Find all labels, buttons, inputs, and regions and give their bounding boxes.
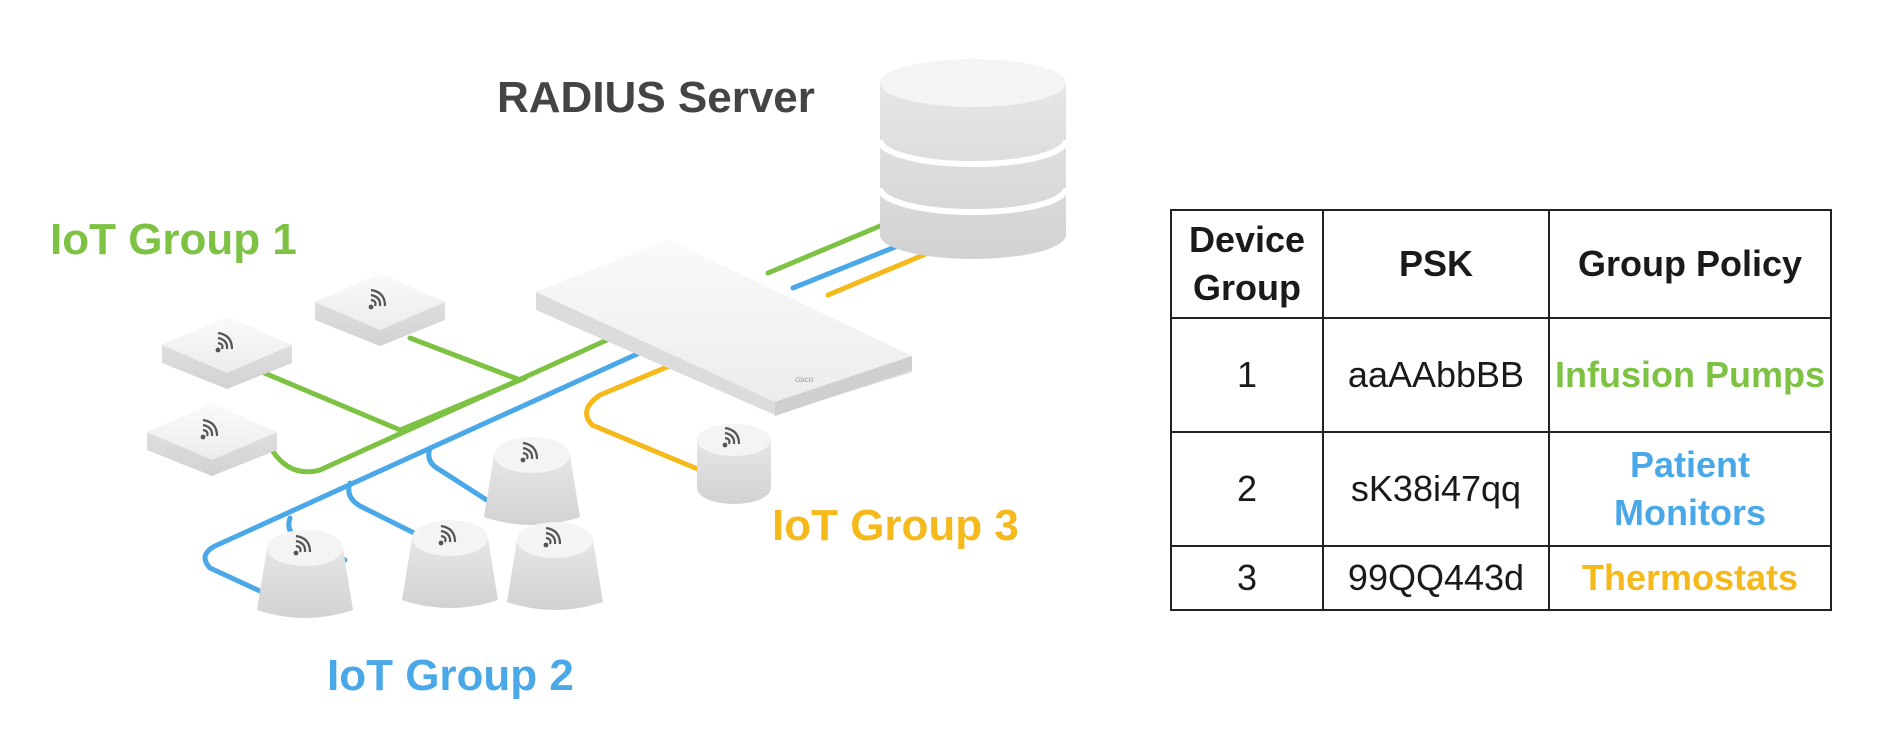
access-point-icon: cisco xyxy=(536,240,912,416)
wifi-sensor-icon xyxy=(484,437,580,525)
iot-group-2-label: IoT Group 2 xyxy=(327,651,574,700)
wifi-hub-icon xyxy=(147,404,277,476)
wifi-thermostat-icon xyxy=(697,424,771,504)
device-group-cell: 3 xyxy=(1170,545,1324,611)
group-policy-cell: Patient Monitors xyxy=(1548,431,1832,547)
table-header-row: Device Group PSK Group Policy xyxy=(1170,209,1832,319)
group-policy-cell: Thermostats xyxy=(1548,545,1832,611)
group-policy-cell: Infusion Pumps xyxy=(1548,317,1832,433)
psk-cell: 99QQ443d xyxy=(1322,545,1550,611)
wifi-sensor-icon xyxy=(402,520,498,608)
psk-cell: sK38i47qq xyxy=(1322,431,1550,547)
iot-group-1-label: IoT Group 1 xyxy=(50,215,297,264)
header-device-group: Device Group xyxy=(1170,209,1324,319)
wifi-sensor-icon xyxy=(507,522,603,610)
header-psk: PSK xyxy=(1322,209,1550,319)
radius-server-label: RADIUS Server xyxy=(497,73,815,122)
header-group-policy: Group Policy xyxy=(1548,209,1832,319)
svg-text:cisco: cisco xyxy=(795,375,814,384)
group1-links xyxy=(259,223,883,475)
wifi-hub-icon xyxy=(315,274,445,346)
database-server-icon xyxy=(877,59,1069,259)
device-group-cell: 1 xyxy=(1170,317,1324,433)
table-row: 3 99QQ443d Thermostats xyxy=(1170,545,1832,611)
table-row: 2 sK38i47qq Patient Monitors xyxy=(1170,431,1832,547)
psk-policy-table: Device Group PSK Group Policy 1 aaAAbbBB… xyxy=(1170,209,1832,611)
group3-links xyxy=(584,245,943,473)
table-row: 1 aaAAbbBB Infusion Pumps xyxy=(1170,317,1832,433)
psk-cell: aaAAbbBB xyxy=(1322,317,1550,433)
wifi-sensor-icon xyxy=(257,530,353,618)
wifi-hub-icon xyxy=(162,317,292,389)
device-group-cell: 2 xyxy=(1170,431,1324,547)
iot-group-3-label: IoT Group 3 xyxy=(772,501,1019,550)
